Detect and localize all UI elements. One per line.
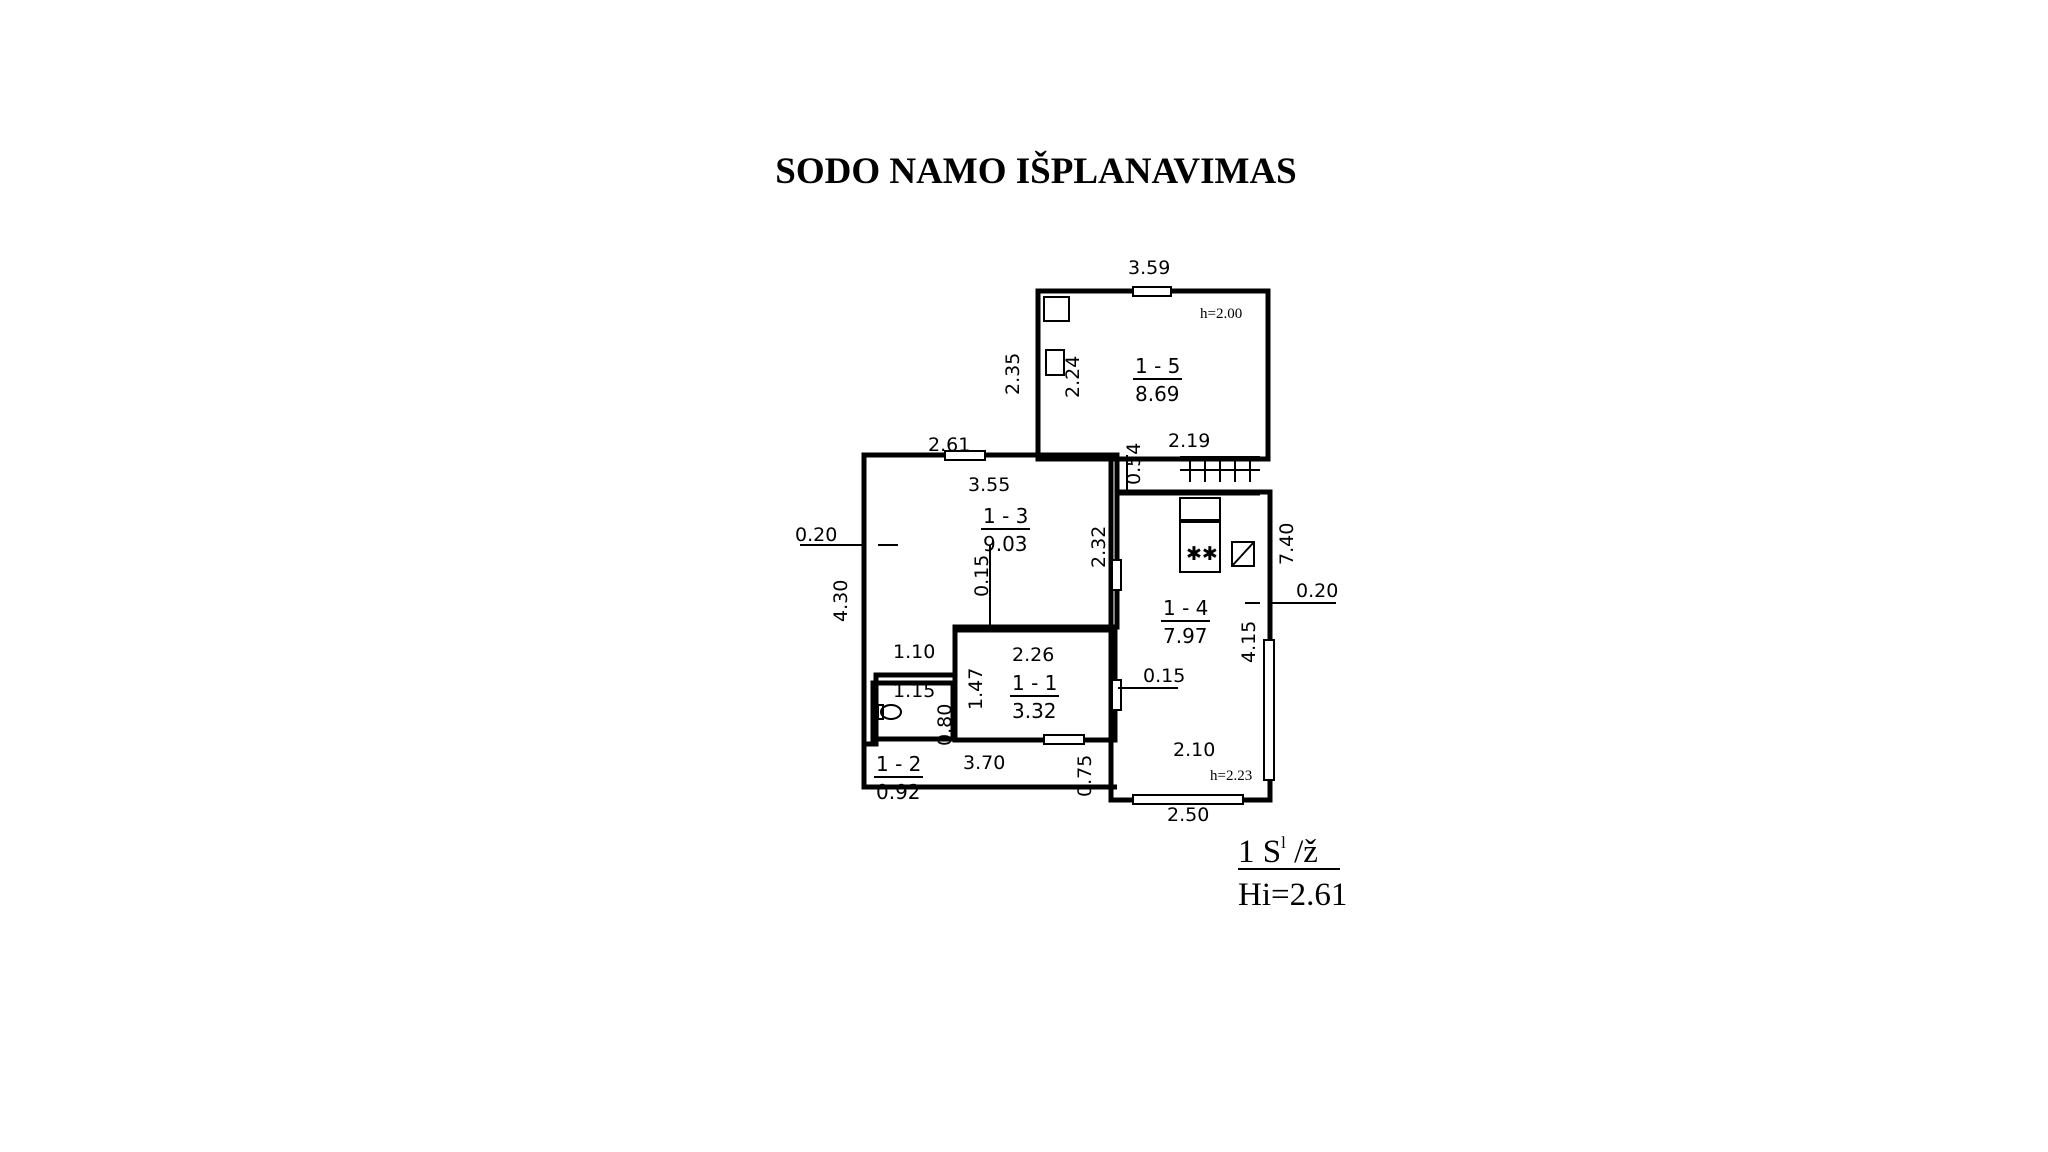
dim-bottom-len: 3.70 bbox=[963, 752, 1005, 774]
chimney-icon bbox=[1043, 296, 1070, 376]
room-1-4-label: 1 - 4 7.97 bbox=[1161, 596, 1210, 648]
dim-room13-lower-left: 1.10 bbox=[893, 641, 935, 663]
dim-right-total: 7.40 bbox=[1276, 523, 1298, 565]
svg-text:9.03: 9.03 bbox=[983, 532, 1028, 556]
door-14-13 bbox=[1111, 559, 1122, 591]
dim-room14-height: 4.15 bbox=[1238, 621, 1260, 663]
room-1-1-label: 1 - 1 3.32 bbox=[1010, 671, 1059, 723]
dim-room12-width: 1.15 bbox=[893, 680, 935, 702]
dim-step-054: 0.54 bbox=[1123, 443, 1145, 485]
room-1-2-label: 1 - 2 0.92 bbox=[874, 752, 923, 804]
window-right bbox=[1263, 639, 1275, 781]
legend-line1: 1 Sl /ž bbox=[1238, 833, 1318, 870]
toilet-icon bbox=[877, 704, 902, 720]
svg-text:8.69: 8.69 bbox=[1135, 382, 1180, 406]
dim-room13-height: 2.32 bbox=[1088, 526, 1110, 568]
dim-room11-wall: 0.15 bbox=[1143, 665, 1185, 687]
room-1-3-label: 1 - 3 9.03 bbox=[981, 504, 1030, 556]
door-11-14 bbox=[1111, 679, 1122, 711]
dim-room13-top-outer: 2.61 bbox=[928, 434, 970, 456]
svg-text:1 - 4: 1 - 4 bbox=[1163, 596, 1208, 620]
svg-text:1 - 2: 1 - 2 bbox=[876, 752, 921, 776]
svg-text:3.32: 3.32 bbox=[1012, 699, 1057, 723]
dim-wall-015-vertical: 0.15 bbox=[971, 555, 993, 597]
dim-right-wall: 0.20 bbox=[1296, 580, 1338, 602]
window-room13 bbox=[944, 450, 986, 461]
legend-superscript: l bbox=[1281, 833, 1286, 852]
svg-text:0.92: 0.92 bbox=[876, 780, 921, 804]
legend-line2: Hi=2.61 bbox=[1238, 877, 1347, 913]
legend: 1 Sl /ž Hi=2.61 bbox=[1238, 833, 1347, 913]
dim-room12-height: 0.80 bbox=[934, 704, 956, 746]
svg-text:1 - 3: 1 - 3 bbox=[983, 504, 1028, 528]
outer-left-wall bbox=[861, 455, 1117, 790]
room-1-2-wall bbox=[870, 680, 956, 742]
dim-bottom-small: 0.75 bbox=[1074, 755, 1096, 797]
svg-text:1 - 5: 1 - 5 bbox=[1135, 354, 1180, 378]
dimension-lines bbox=[800, 455, 1336, 689]
dim-left-wall: 0.20 bbox=[795, 524, 837, 546]
dim-room13-width: 3.55 bbox=[968, 474, 1010, 496]
dim-room14-bottom-outer: 2.50 bbox=[1167, 804, 1209, 826]
svg-text:7.97: 7.97 bbox=[1163, 624, 1208, 648]
room-1-5-label: 1 - 5 8.69 bbox=[1133, 354, 1182, 406]
dim-room11-height: 1.47 bbox=[965, 668, 987, 710]
dim-room15-inner-height: 2.24 bbox=[1062, 356, 1084, 398]
door-room11 bbox=[1043, 734, 1085, 745]
dim-room11-width: 2.26 bbox=[1012, 644, 1054, 666]
height-label-1-5: h=2.00 bbox=[1200, 306, 1242, 322]
window-bottom bbox=[1132, 794, 1244, 805]
dim-room15-width: 2.19 bbox=[1168, 430, 1210, 452]
svg-text:✱✱: ✱✱ bbox=[1186, 543, 1218, 565]
svg-text:1 - 1: 1 - 1 bbox=[1012, 671, 1057, 695]
stairs-icon bbox=[1180, 456, 1260, 482]
dim-left-height: 4.30 bbox=[830, 580, 852, 622]
dimension-labels: 3.59 2.35 2.24 2.19 2.61 3.55 0.20 4.30 … bbox=[795, 257, 1338, 826]
stove-icon: ✱✱ bbox=[1179, 497, 1255, 573]
dim-top-width: 3.59 bbox=[1128, 257, 1170, 279]
height-label-1-4: h=2.23 bbox=[1210, 768, 1252, 784]
walls bbox=[861, 288, 1273, 803]
openings bbox=[944, 286, 1275, 805]
page-title: SODO NAMO IŠPLANAVIMAS bbox=[775, 151, 1297, 192]
window-top bbox=[1132, 286, 1172, 297]
dim-room15-outer-height: 2.35 bbox=[1002, 353, 1024, 395]
dim-room14-width: 2.10 bbox=[1173, 739, 1215, 761]
